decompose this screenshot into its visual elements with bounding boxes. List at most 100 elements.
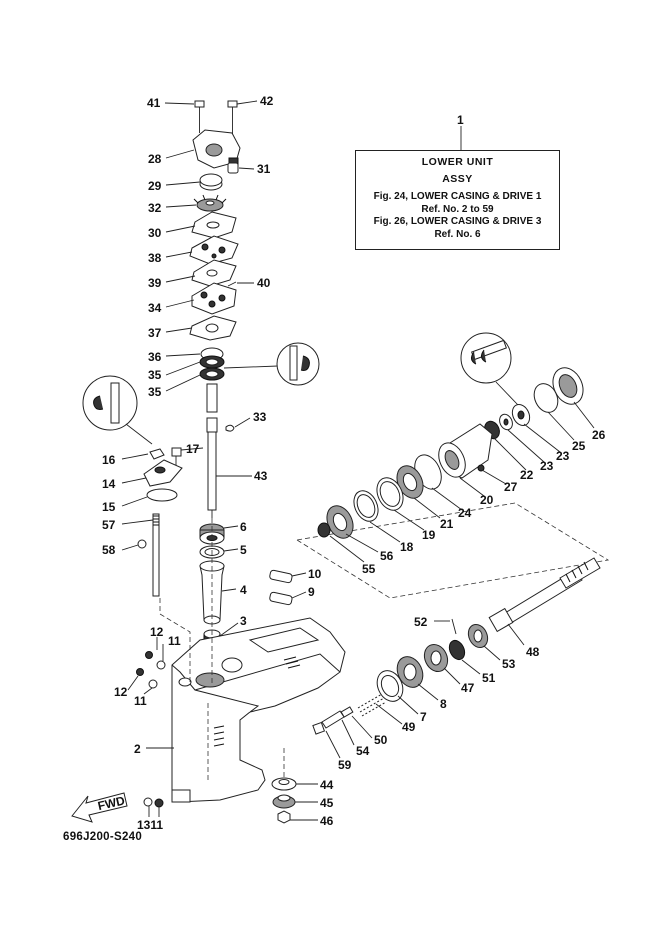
reverse-gear-56	[326, 505, 354, 539]
callout-56: 56	[380, 549, 394, 563]
rubber-seal-10	[269, 569, 293, 584]
callout-43: 43	[254, 469, 268, 483]
callout-4: 4	[240, 583, 247, 597]
shift-rod-57	[152, 513, 160, 597]
rubber-seal-9	[269, 591, 293, 606]
note-line-1: Fig. 24, LOWER CASING & DRIVE 1	[373, 191, 542, 202]
callout-28: 28	[148, 152, 162, 166]
callout-47: 47	[461, 681, 475, 695]
spring-25	[533, 383, 559, 413]
fwd-arrow-icon: FWD	[71, 792, 128, 823]
callout-20: 20	[480, 493, 494, 507]
key-33	[225, 424, 235, 432]
washer-11a	[156, 660, 166, 670]
pinion-45	[272, 794, 296, 809]
callout-10: 10	[308, 567, 322, 581]
callout-30: 30	[148, 226, 162, 240]
callout-58: 58	[102, 543, 116, 557]
callout-35a: 35	[148, 368, 162, 382]
shim-44	[271, 777, 297, 791]
callout-18: 18	[400, 540, 414, 554]
callout-16: 16	[102, 453, 116, 467]
callout-11a: 11	[168, 634, 181, 648]
callout-25: 25	[572, 439, 586, 453]
nut-12b	[136, 668, 144, 676]
callout-54: 54	[356, 744, 370, 758]
callout-22: 22	[520, 468, 534, 482]
callout-50: 50	[374, 733, 388, 747]
callout-40: 40	[257, 276, 271, 290]
grommet-31	[227, 162, 239, 174]
callout-13-11: 1311	[137, 818, 163, 832]
callout-numbers: 1 41 42 28 31 29 32 30 38 39 40 34 37 36…	[102, 94, 606, 832]
pump-base-34	[191, 282, 237, 315]
callout-35b: 35	[148, 385, 162, 399]
callout-48: 48	[526, 645, 540, 659]
nut-12a	[145, 651, 153, 659]
callout-2: 2	[134, 742, 141, 756]
grease-g-icon-left	[82, 375, 138, 431]
washer-55	[317, 522, 331, 538]
bushing-16	[149, 448, 165, 460]
callout-45: 45	[320, 796, 334, 810]
callout-57: 57	[102, 518, 116, 532]
outer-plate-38	[189, 235, 239, 265]
callout-24: 24	[458, 506, 472, 520]
dog-clutch-53	[467, 623, 489, 649]
callout-33: 33	[253, 410, 267, 424]
callout-15: 15	[102, 500, 116, 514]
callout-39: 39	[148, 276, 162, 290]
propeller-shaft-48	[488, 557, 601, 633]
callout-55: 55	[362, 562, 376, 576]
lower-casing-2	[171, 617, 346, 803]
note-subtitle: ASSY	[442, 172, 473, 185]
oil-seal-35b	[199, 367, 225, 381]
washer-11c	[154, 798, 164, 808]
callout-51: 51	[482, 671, 496, 685]
callout-5: 5	[240, 543, 247, 557]
note-line-4: Ref. No. 6	[434, 228, 481, 240]
callout-3: 3	[240, 614, 247, 628]
callout-8: 8	[440, 697, 447, 711]
callout-41: 41	[147, 96, 161, 110]
note-line-2: Ref. No. 2 to 59	[421, 203, 494, 215]
note-line-3: Fig. 26, LOWER CASING & DRIVE 3	[373, 216, 542, 227]
callout-53: 53	[502, 657, 516, 671]
fwd-label: FWD	[96, 793, 126, 813]
callout-36: 36	[148, 350, 162, 364]
callout-21: 21	[440, 517, 454, 531]
callout-12a: 12	[150, 625, 164, 639]
callout-42: 42	[260, 94, 274, 108]
callout-59: 59	[338, 758, 352, 772]
holder-14	[143, 459, 183, 487]
callout-23a: 23	[540, 459, 554, 473]
callout-46: 46	[320, 814, 334, 828]
o-ring-15	[146, 488, 178, 502]
bearing-8	[396, 656, 424, 688]
callout-9: 9	[308, 585, 315, 599]
drive-shaft-43	[206, 383, 218, 518]
leader-lines	[121, 100, 595, 821]
oil-seal-35a	[199, 355, 225, 369]
bolt-17	[171, 447, 182, 466]
plug-13	[143, 797, 153, 807]
drawing-code: 696J200-S240	[63, 831, 143, 843]
callout-19: 19	[422, 528, 436, 542]
cap-26	[552, 367, 584, 405]
callout-37: 37	[148, 326, 162, 340]
ring-51	[448, 639, 466, 661]
spring-49	[357, 693, 387, 717]
pin-40	[227, 281, 237, 287]
callout-7: 7	[420, 710, 427, 724]
grease-g-icon	[276, 342, 320, 386]
callout-11b: 11	[134, 694, 147, 708]
callout-44: 44	[320, 778, 334, 792]
plunger-54	[321, 710, 345, 729]
clip-58	[137, 539, 147, 549]
callout-23b: 23	[556, 449, 570, 463]
assembly-note-box: LOWER UNIT ASSY Fig. 24, LOWER CASING & …	[355, 150, 560, 250]
washer-11b	[148, 679, 158, 689]
callout-32: 32	[148, 201, 162, 215]
nut-46	[277, 810, 291, 824]
